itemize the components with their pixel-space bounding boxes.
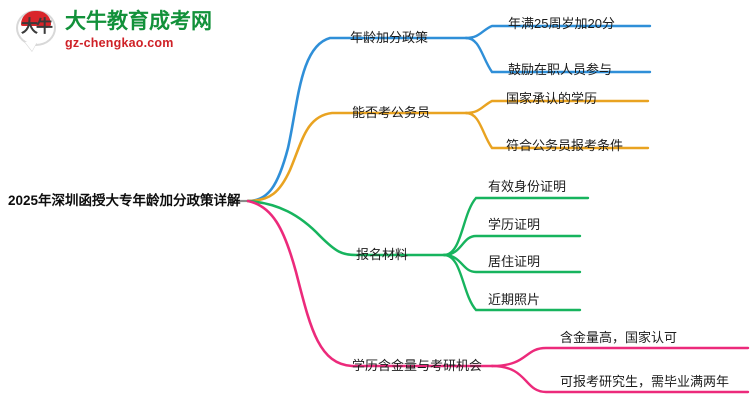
mindmap-branch-civil-service[interactable]: 能否考公务员 <box>352 105 431 120</box>
mindmap-branch-degree-value[interactable]: 学历含金量与考研机会 <box>352 358 483 373</box>
connector-branch-2 <box>246 199 446 257</box>
connector-branch-1 <box>246 111 468 203</box>
mindmap-root-node[interactable]: 2025年深圳函授大专年龄加分政策详解 <box>8 193 241 208</box>
logo-site-name: 大牛教育成考网 <box>65 9 212 33</box>
site-logo: 大牛 大牛教育成考网 gz-chengkao.com <box>14 8 212 52</box>
connector-branch-3 <box>246 199 494 368</box>
mindmap-leaf-recognized-degree[interactable]: 国家承认的学历 <box>506 91 598 106</box>
logo-glyph-text: 大牛 <box>21 17 53 36</box>
connector-branch-3-child-0 <box>490 346 750 368</box>
mindmap-leaf-meets-requirements[interactable]: 符合公务员报考条件 <box>506 138 624 153</box>
mindmap-leaf-age-bonus[interactable]: 年满25周岁加20分 <box>508 16 615 31</box>
mindmap-leaf-education-proof[interactable]: 学历证明 <box>488 217 541 232</box>
mindmap-leaf-residence-proof[interactable]: 居住证明 <box>488 254 541 269</box>
logo-dot-shape <box>42 19 51 28</box>
mindmap-branch-application-materials[interactable]: 报名材料 <box>356 247 409 262</box>
logo-domain: gz-chengkao.com <box>65 35 174 50</box>
mindmap-leaf-encourage-workers[interactable]: 鼓励在职人员参与 <box>508 62 613 77</box>
mindmap-leaf-recent-photo[interactable]: 近期照片 <box>488 292 541 307</box>
logo-text-block: 大牛教育成考网 gz-chengkao.com <box>65 11 212 50</box>
mindmap-leaf-high-value[interactable]: 含金量高，国家认可 <box>560 330 678 345</box>
logo-bull-icon: 大牛 <box>14 8 58 52</box>
connector-branch-2-child-1 <box>442 234 582 257</box>
mindmap-branch-age-policy[interactable]: 年龄加分政策 <box>350 30 429 45</box>
mindmap-leaf-postgraduate-eligibility[interactable]: 可报考研究生，需毕业满两年 <box>560 374 730 389</box>
mindmap-leaf-id-proof[interactable]: 有效身份证明 <box>488 179 567 194</box>
